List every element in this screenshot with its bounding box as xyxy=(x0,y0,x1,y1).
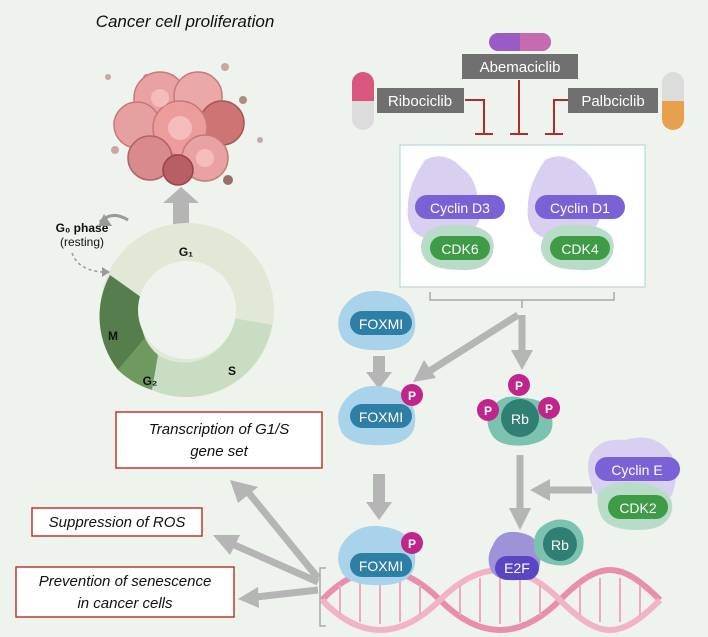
ros-label: Suppression of ROS xyxy=(49,514,186,531)
cyclin-d1-cdk4-complex: Cyclin D1 CDK4 xyxy=(527,156,625,271)
inhibition-lines xyxy=(465,80,568,135)
senescence-line1: Prevention of senescence xyxy=(39,573,212,590)
foxm1-label-phospho: FOXMI xyxy=(359,409,403,425)
foxm1-arrow-1 xyxy=(366,356,392,389)
output-arrows xyxy=(213,480,321,608)
cdk2-label: CDK2 xyxy=(619,500,657,516)
cyclin-d1-label: Cyclin D1 xyxy=(550,200,610,216)
cdk4-label: CDK4 xyxy=(561,241,599,257)
g0-phase-label: G₀ phase xyxy=(56,221,109,235)
phase-g2-label: G₂ xyxy=(143,374,158,388)
panel-arrows xyxy=(413,312,533,382)
ribociclib-pill-icon xyxy=(352,72,374,130)
g0-phase-annotation: G₀ phase (resting) xyxy=(56,214,129,277)
cell-cycle-ring: G₁ S G₂ M xyxy=(99,223,274,398)
abemaciclib-label: Abemaciclib xyxy=(480,59,561,76)
cyclin-e-label: Cyclin E xyxy=(611,462,662,478)
cdk6-label: CDK6 xyxy=(441,241,479,257)
foxm1-label-top: FOXMI xyxy=(359,316,403,332)
senescence-line2: in cancer cells xyxy=(77,595,173,612)
diagram-title: Cancer cell proliferation xyxy=(96,12,275,31)
cyclin-d3-cdk6-complex: Cyclin D3 CDK6 xyxy=(407,156,505,271)
phase-m-label: M xyxy=(108,329,118,343)
cancer-cell-cluster xyxy=(105,63,263,186)
foxm1-arrow-2 xyxy=(366,474,392,520)
e2f-label: E2F xyxy=(504,560,530,576)
rb-phospho-p-right: P xyxy=(545,402,553,416)
rb-label-phospho: Rb xyxy=(511,411,529,427)
rb-arrow xyxy=(509,455,531,530)
panel-bracket xyxy=(429,292,615,308)
abemaciclib-pill-icon xyxy=(489,33,551,51)
transcription-line2: gene set xyxy=(190,443,248,460)
ribociclib-label-box: Ribociclib xyxy=(377,88,464,113)
palbciclib-label: Palbciclib xyxy=(581,93,644,110)
palbciclib-pill-icon xyxy=(662,72,684,130)
phase-s-label: S xyxy=(228,364,236,378)
cyclin-e-arrow xyxy=(530,479,592,501)
proliferation-arrow xyxy=(163,187,199,226)
cyclin-e-cdk2-complex: Cyclin E CDK2 xyxy=(588,437,680,530)
foxm1-dna-phospho-p: P xyxy=(408,537,416,551)
foxm1-protein-top: FOXMI xyxy=(338,290,416,351)
rb-phospho-p-left: P xyxy=(484,404,492,418)
transcription-box: Transcription of G1/S gene set xyxy=(115,411,323,469)
palbciclib-label-box: Palbciclib xyxy=(568,88,658,113)
phospho-rb-complex: Rb P P P xyxy=(477,374,560,446)
ribociclib-label: Ribociclib xyxy=(388,93,452,110)
cyclin-d3-label: Cyclin D3 xyxy=(430,200,490,216)
senescence-box: Prevention of senescence in cancer cells xyxy=(15,566,235,618)
rb-phospho-p-top: P xyxy=(515,379,523,393)
e2f-rb-complex: E2F Rb xyxy=(488,519,584,581)
foxm1-phospho-p: P xyxy=(408,389,416,403)
ros-box: Suppression of ROS xyxy=(31,507,203,537)
rb-label-e2f: Rb xyxy=(551,537,569,553)
foxm1-label-dna: FOXMI xyxy=(359,558,403,574)
g0-resting-label: (resting) xyxy=(60,235,104,249)
phase-g1-label: G₁ xyxy=(179,245,193,259)
abemaciclib-label-box: Abemaciclib xyxy=(462,54,578,79)
transcription-line1: Transcription of G1/S xyxy=(149,421,290,438)
foxm1-protein-phospho: FOXMI P xyxy=(338,384,423,446)
foxm1-protein-dna: FOXMI P xyxy=(338,525,423,586)
